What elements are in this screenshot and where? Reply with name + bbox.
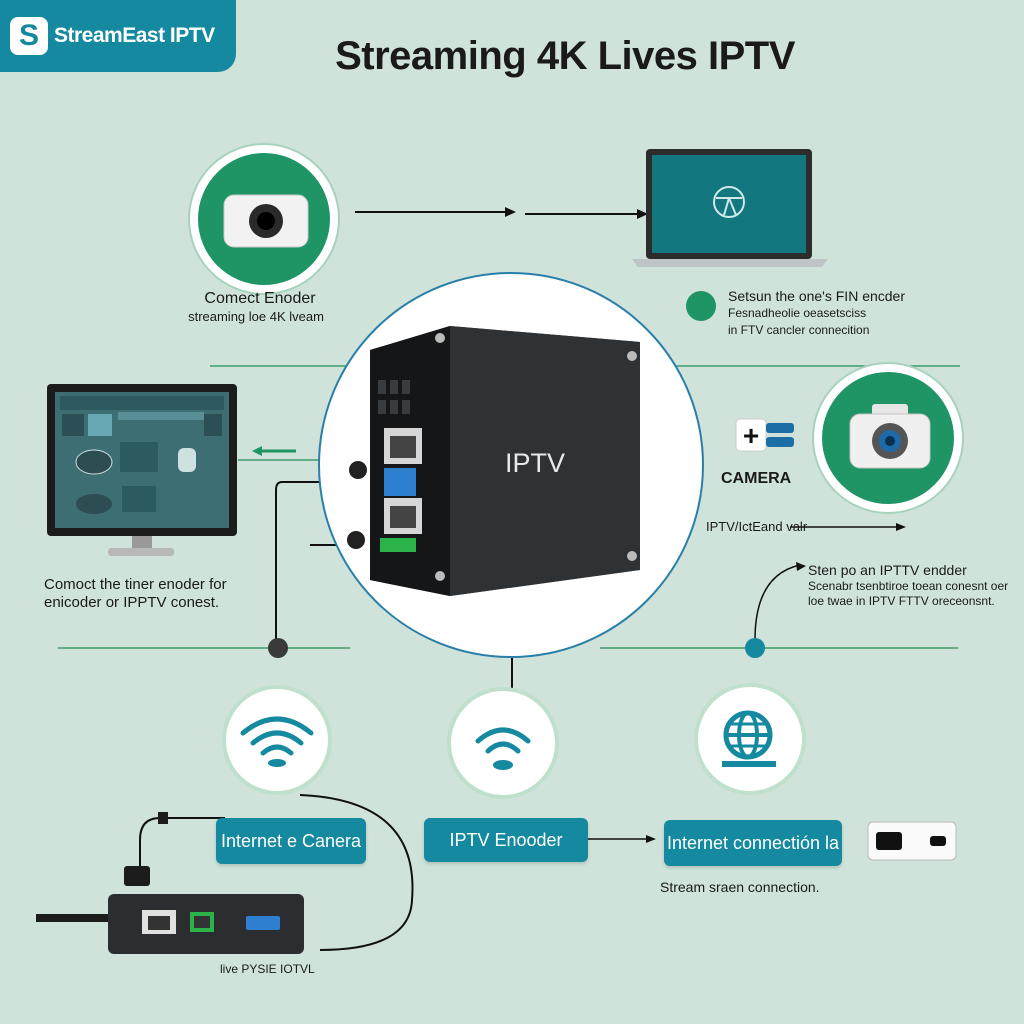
page-title: Streaming 4K Lives IPTV xyxy=(335,34,795,78)
camera-icon xyxy=(849,404,931,469)
stream-connection-caption: Stream sraen connection. xyxy=(660,879,820,895)
network-box-icon xyxy=(108,894,304,954)
brand-logo-icon: S xyxy=(10,17,48,55)
wifi-icon xyxy=(475,727,531,770)
monitor-icon xyxy=(47,384,237,556)
camera-circle-right xyxy=(812,362,964,514)
svg-text:+: + xyxy=(743,420,759,451)
camera-icon xyxy=(223,194,309,248)
iptv-device-label: IPTV xyxy=(505,448,566,478)
box-port-caption: live PYSIE IOTVL xyxy=(220,962,315,976)
wifi-circle-center xyxy=(447,687,559,799)
step-connect-monitor: Comoct the tiner enoder for enicoder or … xyxy=(44,576,227,611)
wifi-icon xyxy=(240,716,314,767)
wifi-circle-left xyxy=(222,685,332,795)
iptv-encoder-icon xyxy=(347,326,640,596)
arrow-label: IPTV/IctEand valr xyxy=(706,519,808,534)
internet-connection-pill[interactable]: Internet connectión la xyxy=(664,820,842,866)
brand-name: StreamEast IPTV xyxy=(54,24,215,47)
status-dot xyxy=(686,291,716,321)
laptop-icon xyxy=(632,149,828,267)
brand-badge[interactable]: S StreamEast IPTV xyxy=(0,0,236,72)
streaming-stick-icon xyxy=(867,821,957,861)
step-setup-encoder: Setsun the one's FIN encder Fesnadheolie… xyxy=(728,288,905,337)
internet-camera-pill[interactable]: Internet e Canera xyxy=(216,818,366,864)
iptv-encoder-pill[interactable]: IPTV Enooder xyxy=(424,818,588,862)
step-iptv-encoder: Sten po an IPTTV endder Scenabr tsenbtir… xyxy=(808,562,1009,608)
globe-icon xyxy=(722,710,776,767)
globe-circle xyxy=(694,683,806,795)
camera-circle xyxy=(188,143,340,295)
camera-label: CAMERA xyxy=(721,470,792,487)
step-connect-encoder: Comect Enoder streaming loe 4K lveam xyxy=(188,290,324,324)
usb-plug-icon: + xyxy=(735,418,794,452)
